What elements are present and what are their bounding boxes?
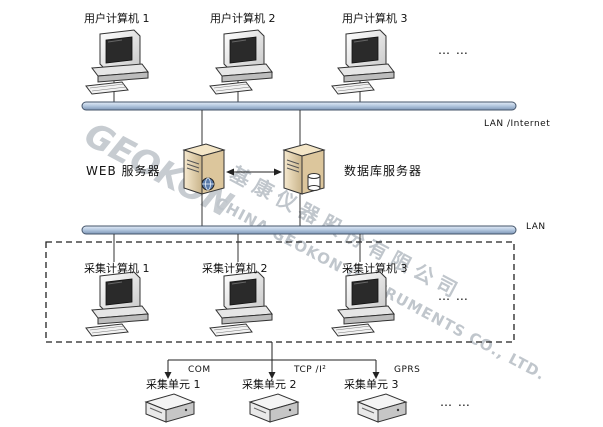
user-computer-1-icon [85, 29, 149, 95]
database-server-label: 数据库服务器 [344, 164, 423, 178]
tcp-link-label: TCP /I² [294, 365, 327, 375]
database-cylinder-icon [307, 173, 321, 191]
unit-ellipsis: … … [440, 395, 471, 409]
user-computer-3-label: 用户计算机 3 [342, 12, 408, 25]
web-server-label: WEB 服务器 [86, 164, 161, 178]
collection-unit-2-icon [249, 393, 299, 423]
user-ellipsis: … … [438, 43, 469, 57]
user-computer-3-icon [331, 29, 395, 95]
server-sync-arrow [226, 168, 282, 176]
user-computer-2-icon [209, 29, 273, 95]
collection-computer-3-icon [331, 271, 395, 337]
collection-computer-3-label: 采集计算机 3 [342, 262, 408, 275]
collection-region [45, 241, 515, 343]
collection-computer-1-label: 采集计算机 1 [84, 262, 150, 275]
collection-computer-2-label: 采集计算机 2 [202, 262, 268, 275]
collection-unit-2-label: 采集单元 2 [242, 378, 297, 391]
gprs-link-label: GPRS [394, 365, 421, 375]
collection-computer-2-icon [209, 271, 273, 337]
unit-distribution-lines [164, 342, 380, 379]
lan-label: LAN [526, 222, 546, 232]
com-link-label: COM [188, 365, 211, 375]
lan-internet-bus [81, 101, 517, 111]
user-computer-1-label: 用户计算机 1 [84, 12, 150, 25]
collection-computer-1-icon [85, 271, 149, 337]
user-computer-2-label: 用户计算机 2 [210, 12, 276, 25]
globe-icon [201, 177, 215, 191]
lan-bus [81, 225, 517, 235]
collection-unit-3-icon [357, 393, 407, 423]
lan-internet-label: LAN /Internet [484, 119, 551, 129]
collection-unit-1-label: 采集单元 1 [146, 378, 201, 391]
collection-ellipsis: … … [438, 289, 469, 303]
collection-unit-3-label: 采集单元 3 [344, 378, 399, 391]
collection-unit-1-icon [145, 393, 195, 423]
